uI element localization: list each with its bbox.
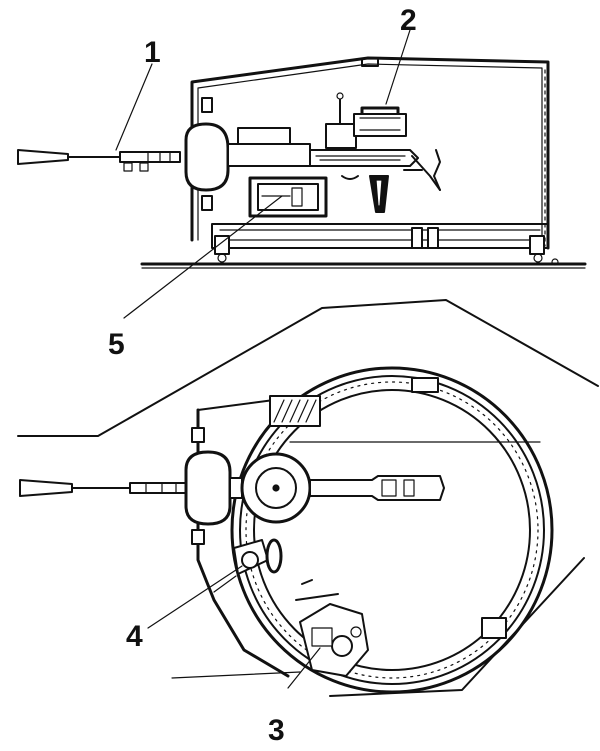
leader-5 bbox=[123, 195, 283, 319]
callout-1: 1 bbox=[144, 36, 161, 69]
ball-mantlet bbox=[184, 122, 230, 192]
hull-outline bbox=[17, 299, 599, 437]
callout-2: 2 bbox=[400, 4, 417, 37]
plan-view bbox=[17, 299, 599, 697]
leader-3 bbox=[287, 647, 321, 689]
item-2-ammo-box bbox=[353, 106, 407, 137]
leader-2 bbox=[385, 29, 411, 105]
leader-4 bbox=[147, 565, 243, 629]
side-view bbox=[17, 29, 587, 319]
machine-gun-side bbox=[17, 92, 441, 213]
hatch-block bbox=[269, 395, 321, 427]
item-5-magazine-box bbox=[248, 176, 328, 218]
machine-gun-plan bbox=[19, 450, 445, 526]
turret-base-ring bbox=[211, 223, 549, 249]
leader-1 bbox=[115, 63, 153, 151]
item-3-seat-mechanism bbox=[295, 579, 369, 677]
callout-3: 3 bbox=[268, 714, 285, 747]
callout-5: 5 bbox=[108, 328, 125, 361]
callout-4: 4 bbox=[126, 620, 143, 653]
turret-ring-outer bbox=[230, 366, 554, 694]
item-4-traverse-mechanism bbox=[213, 538, 283, 593]
